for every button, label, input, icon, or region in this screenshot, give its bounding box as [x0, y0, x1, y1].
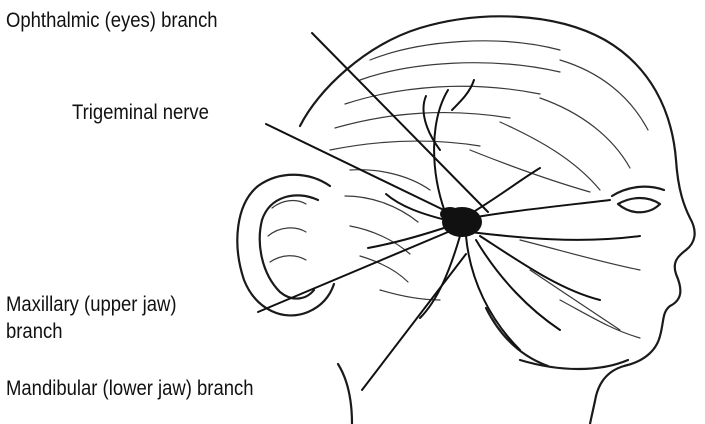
head-outline	[300, 16, 695, 424]
mandibular-branch-label: Mandibular (lower jaw) branch	[6, 376, 254, 401]
ophthalmic-nerve-path	[460, 200, 610, 220]
mandibular-leader-line	[362, 254, 466, 390]
maxillary-nerve-path	[470, 232, 640, 240]
maxillary-branch-label-line2: branch	[6, 319, 63, 344]
ophthalmic-branch-label: Ophthalmic (eyes) branch	[6, 8, 218, 33]
maxillary-leader-line	[258, 232, 448, 312]
maxillary-branch-label-line1: Maxillary (upper jaw)	[6, 292, 176, 317]
neck-outline	[338, 364, 352, 424]
mandibular-nerve-path	[466, 236, 520, 350]
ear-inner	[260, 195, 318, 298]
trigeminal-leader-line	[266, 124, 450, 213]
ophthalmic-leader-line	[312, 33, 488, 212]
trigeminal-nerve-label: Trigeminal nerve	[72, 100, 209, 125]
eye-outline	[618, 198, 660, 212]
